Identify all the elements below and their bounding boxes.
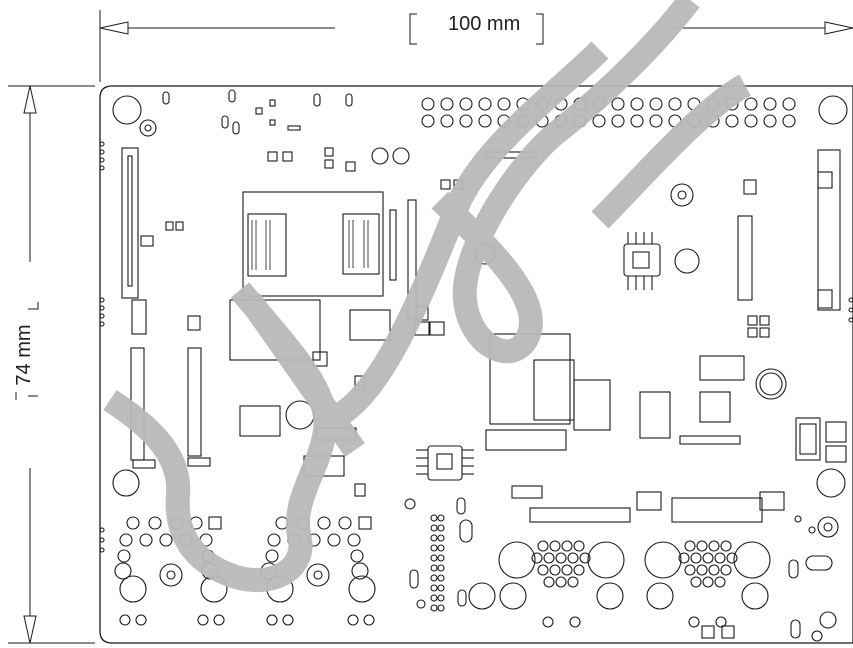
- ic-1: [623, 232, 661, 290]
- pin-column: [430, 514, 445, 612]
- width-dimension-label: 100 mm: [448, 13, 521, 35]
- height-dimension: [8, 85, 95, 644]
- rj45-right: [644, 540, 771, 628]
- watermark: [103, 0, 752, 592]
- ic-2: [416, 445, 474, 481]
- height-dimension-label: 74 mm: [13, 324, 35, 386]
- rj45-left: [498, 540, 625, 628]
- board-outline: [99, 85, 853, 644]
- width-dimension: [99, 10, 853, 82]
